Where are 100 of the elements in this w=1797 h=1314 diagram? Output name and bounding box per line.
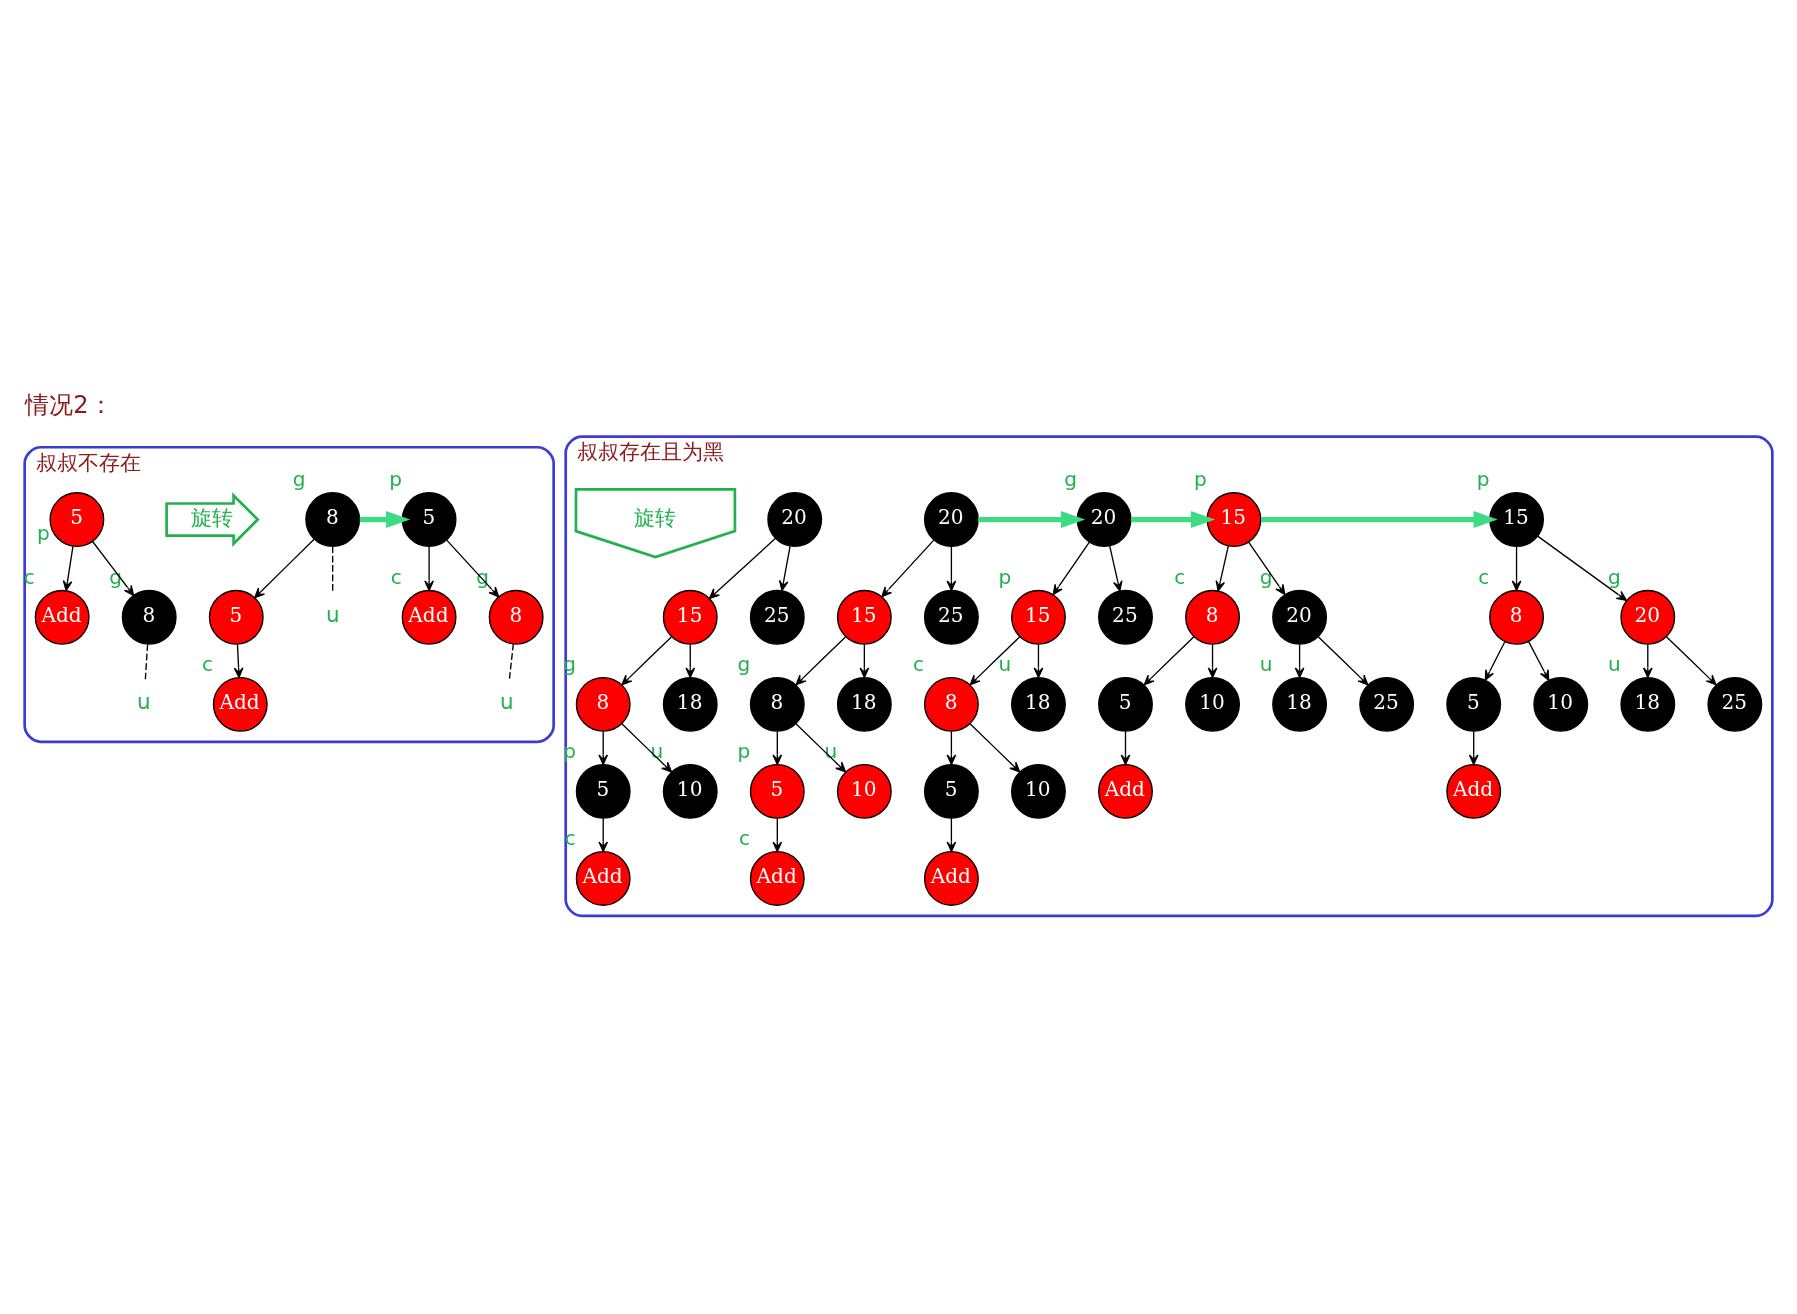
node-label: g (292, 466, 306, 491)
arrow (946, 817, 957, 852)
arrow (969, 722, 1021, 772)
arrow (1666, 635, 1717, 685)
arrow (795, 722, 847, 772)
node-label: p (37, 520, 50, 545)
node-circle: 15 (1206, 491, 1262, 547)
arrow (621, 635, 673, 685)
node-circle: 25 (749, 589, 805, 645)
arrow (969, 635, 1021, 685)
node-label: p (737, 738, 751, 763)
arrow (795, 635, 847, 685)
node-circle: Add (401, 589, 457, 645)
node-circle: 8 (1489, 589, 1544, 645)
arrow (446, 538, 500, 597)
node-label: c (1478, 564, 1490, 589)
node-circle: Add (1446, 763, 1502, 819)
arrow (359, 510, 411, 528)
node-circle: 20 (923, 491, 979, 547)
node-circle: Add (212, 676, 268, 732)
node-circle: 8 (1185, 589, 1240, 645)
node-circle: 18 (662, 676, 718, 732)
node-label: g (1259, 564, 1273, 589)
arrow (978, 510, 1086, 528)
arrow (1109, 544, 1123, 591)
node-label: g (1064, 466, 1077, 491)
arrow (1527, 640, 1550, 681)
node-label: g (737, 651, 751, 676)
arrow (1642, 643, 1653, 678)
node-circle: 18 (836, 676, 892, 732)
node-circle: Add (923, 850, 979, 906)
node-label: c (201, 651, 213, 676)
node-circle: 10 (1185, 676, 1240, 732)
arrow (708, 537, 777, 599)
node-circle: 5 (923, 763, 979, 819)
node-circle: 25 (923, 589, 979, 645)
node-label: u (824, 738, 838, 763)
arrow (772, 817, 783, 852)
node-circle: 18 (1620, 676, 1676, 732)
arrow (1317, 635, 1369, 685)
arrow (1215, 544, 1229, 591)
arrow (859, 643, 870, 678)
arrow (1536, 535, 1627, 601)
arrow (1207, 643, 1218, 678)
arrow (62, 545, 74, 591)
arrow (685, 643, 696, 678)
arrow (881, 538, 935, 597)
arrow (1033, 643, 1044, 678)
node-circle: 5 (575, 763, 631, 819)
node-circle: Add (1098, 763, 1153, 819)
arrow (254, 538, 315, 598)
arrow (424, 545, 434, 591)
node-circle: 10 (1533, 676, 1589, 732)
arrow (598, 817, 609, 852)
node-circle: 20 (1272, 589, 1328, 645)
arrow (1261, 510, 1498, 528)
node-label: p (1194, 466, 1207, 491)
arrow (1468, 730, 1479, 765)
node-circle: 5 (208, 589, 264, 645)
node-text: u (499, 688, 514, 714)
node-circle: 15 (1011, 589, 1066, 645)
node-circle: 18 (1011, 676, 1066, 732)
arrow (1052, 541, 1090, 595)
node-label: c (1174, 564, 1186, 589)
arrow (778, 545, 791, 591)
node-circle: 20 (1076, 491, 1132, 547)
node-circle: 5 (401, 491, 457, 547)
connector (508, 642, 514, 681)
node-label: u (998, 651, 1012, 676)
node-label: g (1607, 564, 1621, 589)
arrow (1120, 730, 1131, 765)
arrow (598, 730, 609, 765)
arrow (1294, 643, 1305, 678)
node-label: u (1607, 651, 1621, 676)
node-circle: 18 (1272, 676, 1328, 732)
node-circle: 5 (1446, 676, 1502, 732)
arrow (621, 722, 673, 772)
node-circle: 20 (1620, 589, 1676, 645)
node-circle: Add (575, 850, 631, 906)
node-text: u (325, 601, 340, 627)
node-circle: 15 (836, 589, 892, 645)
arrow (1130, 510, 1216, 528)
node-label: g (109, 564, 123, 589)
node-circle: 8 (305, 491, 361, 547)
arrow (1511, 545, 1522, 591)
node-label: p (1476, 466, 1490, 491)
connector (332, 545, 334, 594)
node-label: c (913, 651, 925, 676)
node-label: u (1259, 651, 1273, 676)
arrow (1248, 541, 1286, 595)
node-label: p (389, 466, 402, 491)
arrow (946, 730, 957, 765)
node-circle: Add (749, 850, 805, 906)
node-circle: Add (34, 589, 90, 645)
arrow (1484, 640, 1506, 681)
arrow (1143, 635, 1195, 685)
node-circle: 5 (749, 763, 805, 819)
connector (144, 643, 149, 680)
node-label: c (390, 564, 402, 589)
node-circle: 15 (1489, 491, 1544, 547)
